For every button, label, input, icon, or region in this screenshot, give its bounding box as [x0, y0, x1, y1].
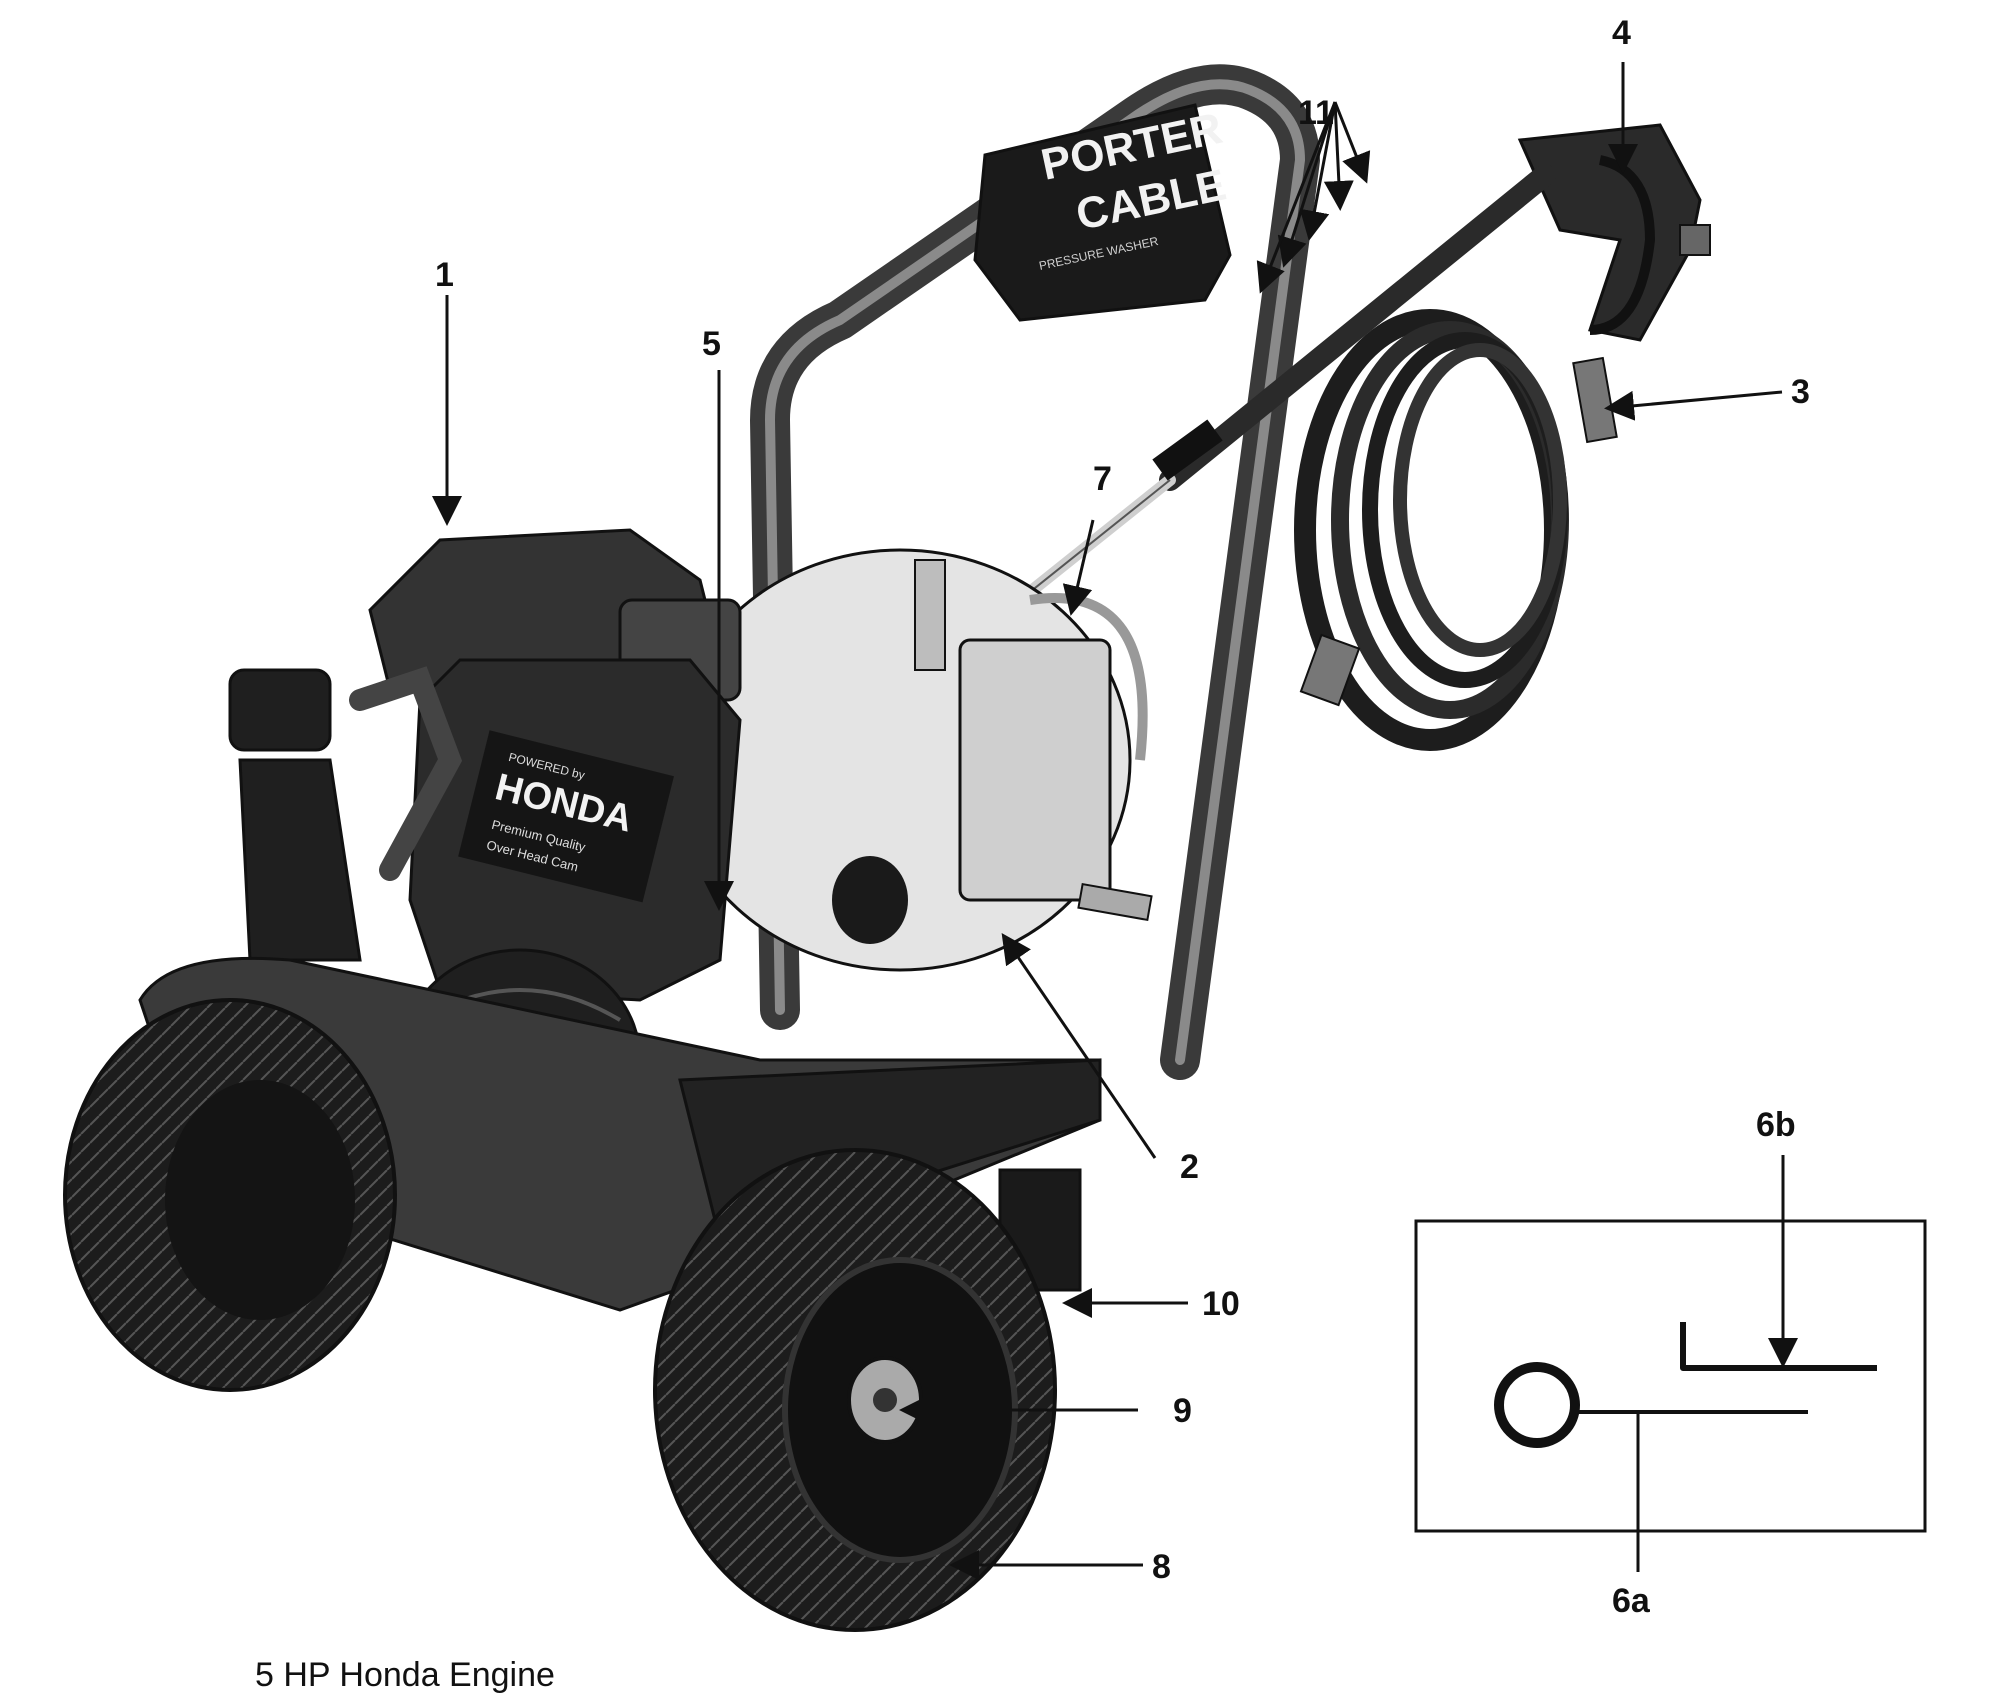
rear-wheel	[63, 998, 397, 1392]
callout-1: 1	[435, 256, 454, 294]
callout-labels: 1 2 3 4 5 6a 6b 7 8 9 10 11	[435, 14, 1810, 1620]
brand-panel: PORTER CABLE PRESSURE WASHER	[973, 103, 1232, 322]
callout-2: 2	[1180, 1148, 1199, 1186]
front-wheel	[653, 1148, 1057, 1632]
callout-8: 8	[1152, 1548, 1171, 1586]
callout-5: 5	[702, 325, 721, 363]
hose-coil	[1294, 309, 1618, 751]
callout-6b: 6b	[1756, 1106, 1796, 1144]
callout-11: 11	[1298, 94, 1334, 132]
callout-6a: 6a	[1612, 1582, 1651, 1620]
callout-4: 4	[1612, 14, 1631, 52]
spray-gun	[1517, 123, 1711, 342]
engine-caption: 5 HP Honda Engine	[255, 1656, 555, 1694]
pump	[668, 548, 1153, 972]
handle-frame	[750, 64, 1320, 1080]
accessory-inset	[1414, 1219, 1927, 1533]
callout-3: 3	[1791, 373, 1810, 411]
callout-7: 7	[1093, 460, 1112, 498]
callout-10: 10	[1202, 1285, 1240, 1323]
leader-lines	[432, 62, 1798, 1580]
callout-9: 9	[1173, 1392, 1192, 1430]
